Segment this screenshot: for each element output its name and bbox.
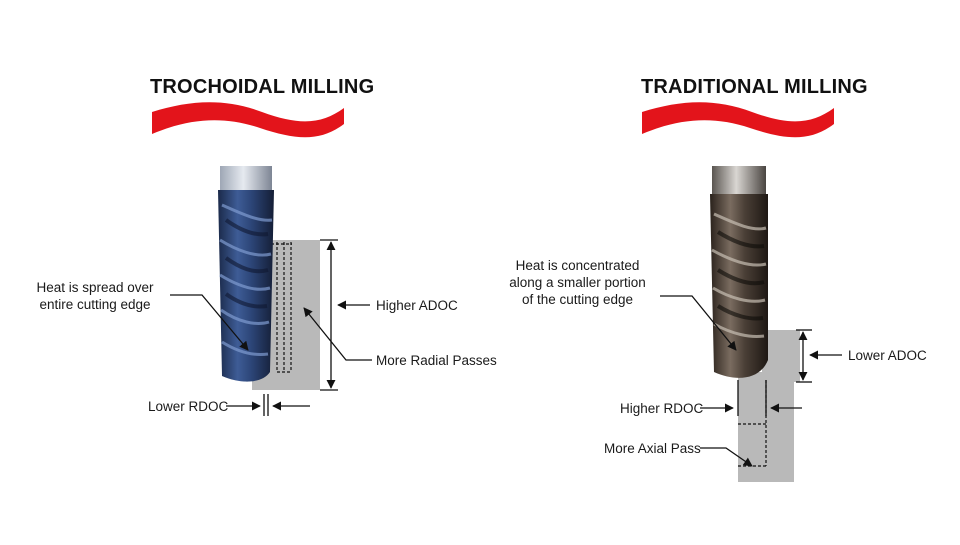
left-rdoc-dimension <box>226 394 310 416</box>
right-axial-pass-lines <box>738 380 767 467</box>
right-red-swoosh <box>642 102 834 138</box>
left-heat-label-line2: entire cutting edge <box>39 297 151 312</box>
left-red-swoosh <box>152 102 344 138</box>
left-end-mill-tool <box>218 166 274 382</box>
right-higher-rdoc-label: Higher RDOC <box>620 401 704 416</box>
right-heat-label-line3: of the cutting edge <box>521 292 634 307</box>
right-title: TRADITIONAL MILLING <box>641 76 868 98</box>
left-heat-pointer <box>170 294 249 351</box>
left-radial-pointer <box>303 307 372 361</box>
right-lower-adoc-label: Lower ADOC <box>848 348 927 363</box>
left-lower-rdoc-label: Lower RDOC <box>148 399 229 414</box>
right-heat-pointer <box>660 295 737 351</box>
left-material-block <box>266 240 320 390</box>
right-end-mill-tool <box>710 166 768 378</box>
left-radial-pass-lines <box>266 242 292 373</box>
left-title: TROCHOIDAL MILLING <box>150 76 375 98</box>
left-adoc-dimension <box>320 239 338 391</box>
left-heat-label: Heat is spread over entire cutting edge <box>20 279 170 313</box>
right-axial-pointer <box>700 447 753 467</box>
right-more-axial-pass-label: More Axial Pass <box>604 441 701 456</box>
left-more-radial-passes-label: More Radial Passes <box>376 353 497 368</box>
left-heat-label-line1: Heat is spread over <box>36 280 154 295</box>
left-higher-adoc-label: Higher ADOC <box>376 298 458 313</box>
right-heat-label-line2: along a smaller portion <box>509 275 646 290</box>
right-adoc-dimension <box>796 329 812 383</box>
right-rdoc-dimension <box>700 380 802 416</box>
right-heat-label-line1: Heat is concentrated <box>515 258 640 273</box>
right-heat-label: Heat is concentrated along a smaller por… <box>495 257 660 308</box>
